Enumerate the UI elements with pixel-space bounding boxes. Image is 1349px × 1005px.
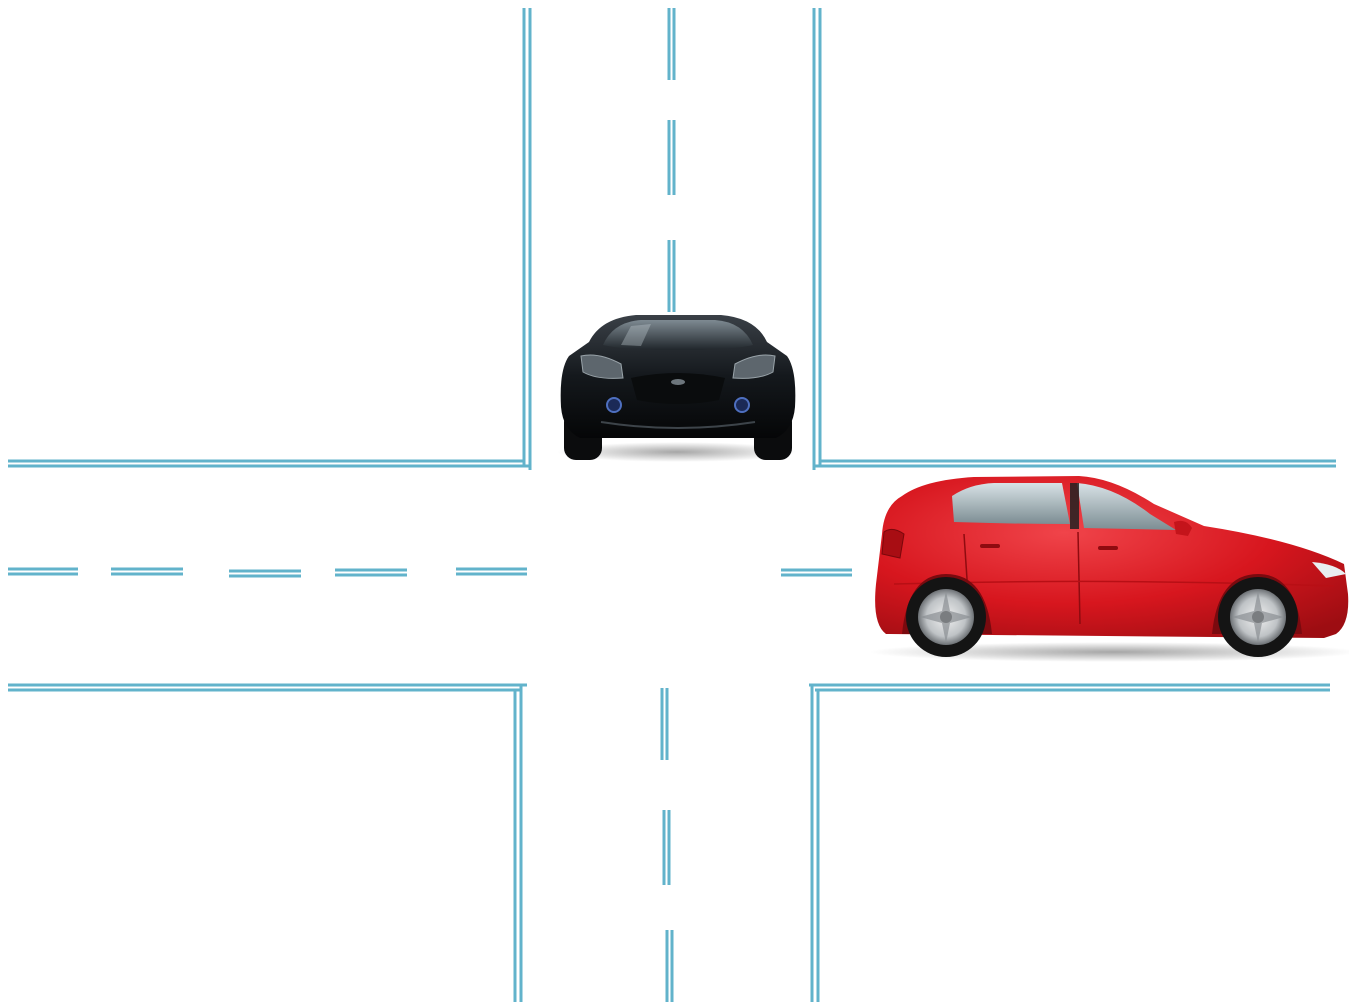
red-car — [869, 476, 1349, 662]
black-car — [557, 315, 797, 462]
curb-bottom-right — [809, 685, 1330, 1002]
red-car-front-wheel — [1218, 577, 1298, 657]
red-car-rear-wheel — [906, 577, 986, 657]
lane-dashes-south — [662, 688, 672, 1002]
curb-top-left — [8, 8, 530, 470]
lane-dashes — [8, 8, 852, 1002]
lane-dashes-north — [669, 8, 674, 312]
curb-top-right — [814, 8, 1336, 470]
lane-dashes-west — [8, 569, 527, 576]
lane-dashes-east — [781, 570, 852, 575]
curb-bottom-left — [8, 685, 527, 1002]
